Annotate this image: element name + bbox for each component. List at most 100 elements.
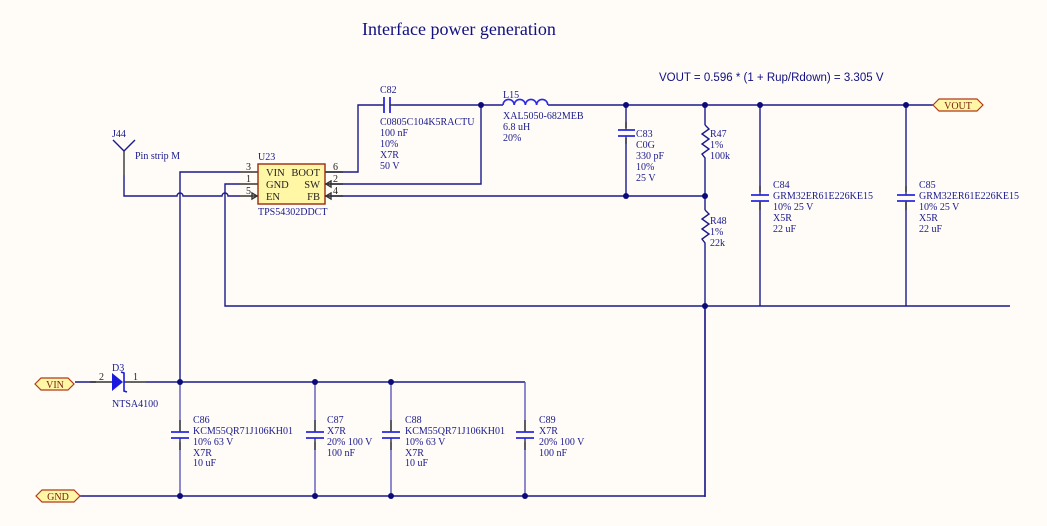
r48-line: 22k [710,238,725,249]
sheet-title: Interface power generation [362,19,556,39]
pin-label-boot: BOOT [291,168,320,179]
c84-line: 10% 25 V [773,202,814,213]
c87-ref: C87 [327,415,344,426]
capacitor-icon [306,431,324,439]
capacitor-c88[interactable]: C88 KCM55QR71J106KH01 10% 63 V X7R 10 uF [382,415,505,469]
port-vin[interactable]: VIN [34,377,75,391]
c82-line: 10% [380,139,398,150]
pin-num-1: 1 [246,174,251,185]
ic-u23[interactable]: U23 3 1 5 6 2 4 VIN GND EN BOOT SW FB TP… [240,152,343,218]
fb-arrow-icon [324,191,332,201]
c86-line: 10 uF [193,458,217,469]
sw-arrow-icon [324,179,332,189]
c86-ref: C86 [193,415,210,426]
inductor-icon [502,98,549,106]
j44-ref: J44 [112,129,126,140]
c86-line: KCM55QR71J106KH01 [193,426,293,437]
pin-label-fb: FB [307,192,320,203]
capacitor-icon [618,129,635,137]
pin-num-4: 4 [333,186,338,197]
c84-line: 22 uF [773,224,797,235]
diode-d3[interactable]: D3 2 1 NTSA4100 [90,363,158,410]
pin-num-3: 3 [246,162,251,173]
c85-line: 22 uF [919,224,943,235]
capacitor-icon [171,431,189,439]
c84-line: X5R [773,213,792,224]
capacitor-c82[interactable]: C82 C0805C104K5RACTU 100 nF 10% X7R 50 V [380,85,475,172]
pin-num-2: 2 [333,174,338,185]
c82-line: 100 nF [380,128,409,139]
resistor-icon [700,124,711,165]
c88-line: 10% 63 V [405,437,446,448]
c89-line: 20% 100 V [539,437,585,448]
en-input-arrow-icon [251,191,259,201]
capacitor-c86[interactable]: C86 KCM55QR71J106KH01 10% 63 V X7R 10 uF [171,415,293,469]
capacitor-icon [516,431,534,439]
r47-line: 1% [710,140,723,151]
capacitor-c84[interactable]: C84 GRM32ER61E226KE15 10% 25 V X5R 22 uF [751,180,873,235]
c87-line: 100 nF [327,448,356,459]
port-shape-icon [932,98,984,112]
capacitor-icon [383,97,391,113]
inductor-l15[interactable]: L15 XAL5050-682MEB 6.8 uH 20% [502,90,584,144]
capacitor-c85[interactable]: C85 GRM32ER61E226KE15 10% 25 V X5R 22 uF [897,180,1019,235]
c84-ref: C84 [773,180,790,191]
c89-ref: C89 [539,415,556,426]
c83-ref: C83 [636,129,653,140]
capacitor-icon [897,194,915,202]
capacitor-c89[interactable]: C89 X7R 20% 100 V 100 nF [516,415,585,459]
resistor-r48[interactable]: R48 1% 22k [700,209,727,255]
resistor-icon [700,209,711,255]
d3-pin-anode: 2 [99,372,104,383]
pin-num-5: 5 [246,186,251,197]
capacitor-icon [382,431,400,439]
pin-label-en: EN [266,192,280,203]
capacitor-icon [751,194,769,202]
l15-ref: L15 [503,90,519,101]
c82-line: C0805C104K5RACTU [380,117,475,128]
capacitor-c87[interactable]: C87 X7R 20% 100 V 100 nF [306,415,373,459]
port-gnd[interactable]: GND [35,489,81,503]
c83-line: 25 V [636,173,656,184]
c88-line: 10 uF [405,458,429,469]
c88-ref: C88 [405,415,422,426]
l15-line: 6.8 uH [503,122,530,133]
pin-strip-icon [112,139,136,152]
port-label: VIN [46,380,64,391]
diode-icon [112,373,123,391]
connector-j44[interactable]: J44 Pin strip M [112,129,180,175]
c82-line: 50 V [380,161,400,172]
pin-label-vin: VIN [266,168,285,179]
l15-line: 20% [503,133,521,144]
c83-line: 10% [636,162,654,173]
pin-label-sw: SW [304,180,320,191]
d3-part: NTSA4100 [112,399,158,410]
u23-part: TPS54302DDCT [258,207,327,218]
c86-line: X7R [193,448,212,459]
junction-dots [177,102,909,499]
c84-line: GRM32ER61E226KE15 [773,191,873,202]
c87-line: X7R [327,426,346,437]
r47-ref: R47 [710,129,727,140]
r48-line: 1% [710,227,723,238]
c85-line: X5R [919,213,938,224]
c86-line: 10% 63 V [193,437,234,448]
c88-line: KCM55QR71J106KH01 [405,426,505,437]
port-vout[interactable]: VOUT [932,98,984,112]
resistor-r47[interactable]: R47 1% 100k [700,124,730,165]
c82-ref: C82 [380,85,397,96]
c87-line: 20% 100 V [327,437,373,448]
u23-ref: U23 [258,152,275,163]
c82-line: X7R [380,150,399,161]
c83-line: C0G [636,140,655,151]
port-label: GND [47,492,69,503]
vout-equation: VOUT = 0.596 * (1 + Rup/Rdown) = 3.305 V [659,72,884,84]
c85-line: 10% 25 V [919,202,960,213]
capacitor-c83[interactable]: C83 C0G 330 pF 10% 25 V [618,122,665,184]
c88-line: X7R [405,448,424,459]
j44-value: Pin strip M [135,151,180,162]
c83-line: 330 pF [636,151,665,162]
d3-ref: D3 [112,363,124,374]
c85-ref: C85 [919,180,936,191]
c89-line: 100 nF [539,448,568,459]
